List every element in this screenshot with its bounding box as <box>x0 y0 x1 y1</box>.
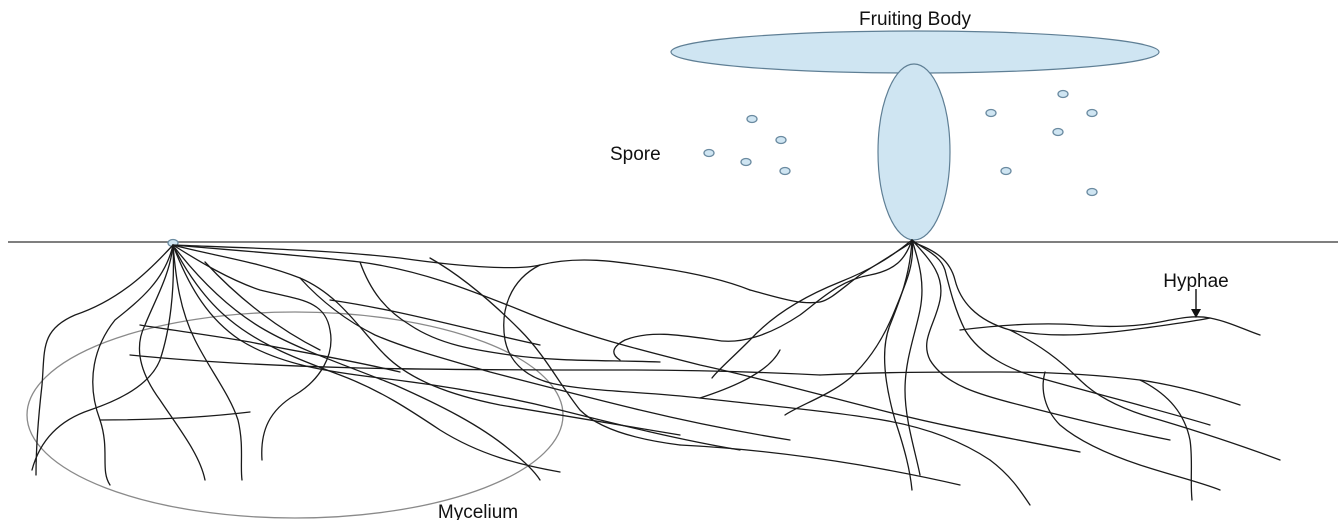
spore-dot <box>1087 110 1097 117</box>
hypha-strand <box>820 242 912 302</box>
hypha-strand <box>1043 372 1220 490</box>
hypha-strand <box>173 245 1080 452</box>
spores <box>168 91 1097 247</box>
hypha-strand <box>540 260 750 290</box>
fruiting-body-label: Fruiting Body <box>859 9 971 30</box>
hypha-strand <box>93 245 173 485</box>
spore-dot <box>780 168 790 175</box>
spore-dot <box>1001 168 1011 175</box>
hypha-strand <box>1140 380 1192 500</box>
hypha-strand <box>1010 330 1280 460</box>
spore-label: Spore <box>610 144 661 165</box>
spore-dot <box>741 159 751 166</box>
fruiting-body-stalk <box>878 64 950 240</box>
spore-dot <box>1087 189 1097 196</box>
hypha-strand <box>504 265 990 460</box>
hypha-strand <box>175 248 540 480</box>
hypha-strand <box>990 460 1030 505</box>
hypha-strand <box>173 245 560 472</box>
mycelium-label: Mycelium <box>438 502 518 520</box>
hyphae-arrow <box>1191 289 1201 318</box>
hyphae-label: Hyphae <box>1163 271 1229 292</box>
mycelium-circle <box>27 312 563 518</box>
spore-dot <box>704 150 714 157</box>
fruiting-body <box>671 31 1159 240</box>
hypha-strand <box>140 245 205 480</box>
spore-dot <box>776 137 786 144</box>
hypha-strand <box>173 245 540 268</box>
spore-dot <box>1053 129 1063 136</box>
spore-dot <box>1058 91 1068 98</box>
spore-dot <box>747 116 757 123</box>
spore-dot <box>986 110 996 117</box>
hyphae-network <box>32 240 1280 505</box>
hypha-strand <box>820 372 1240 405</box>
hypha-strand <box>430 258 680 445</box>
hypha-strand <box>100 412 250 420</box>
hypha-strand <box>614 240 912 360</box>
